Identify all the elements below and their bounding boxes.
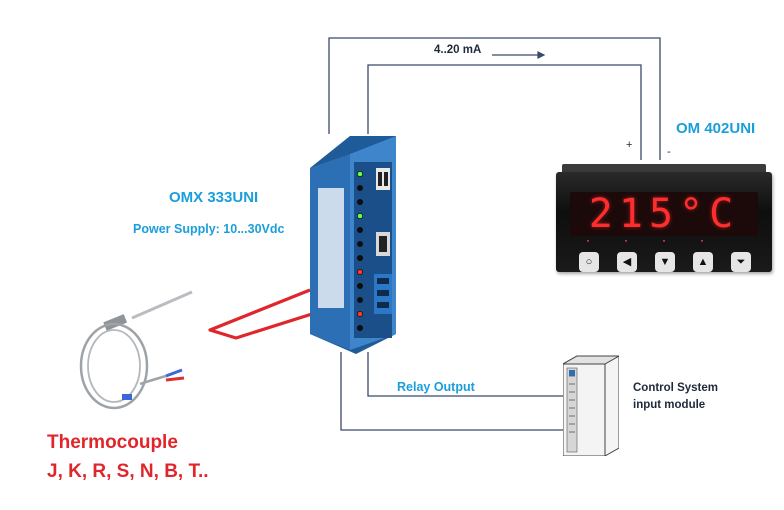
sensor-types: J, K, R, S, N, B, T..	[47, 461, 209, 482]
arrow-up-icon[interactable]: ▲	[693, 252, 713, 272]
arrow-left-icon[interactable]: ◀	[617, 252, 637, 272]
meter-key-mark: ▪	[586, 238, 590, 245]
signal-arrow	[492, 51, 546, 59]
circle-icon[interactable]: ○	[579, 252, 599, 272]
meter-body: 215°C ▪ ▪ ▪ ▪ ○ ◀ ▼ ▲ ⏷	[556, 172, 772, 272]
transmitter-device	[310, 136, 396, 354]
wire-control	[340, 352, 563, 431]
thermocouple-probe	[79, 290, 193, 410]
control-system-label: Control System input module	[633, 380, 718, 414]
meter-key-mark: ▪	[700, 238, 704, 245]
wire-loop-inner	[367, 64, 642, 160]
meter-name: OM 402UNI	[676, 120, 756, 137]
control-system-label-line1: Control System	[633, 382, 718, 394]
meter-key-mark: ▪	[662, 238, 666, 245]
relay-output-label: Relay Output	[397, 380, 475, 394]
sensor-name: Thermocouple	[47, 432, 178, 453]
power-supply-label: Power Supply: 10...30Vdc	[133, 222, 285, 236]
panel-meter: 215°C ▪ ▪ ▪ ▪ ○ ◀ ▼ ▲ ⏷	[556, 164, 774, 276]
transmitter-name: OMX 333UNI	[169, 189, 259, 206]
wire-loop-outer	[328, 37, 661, 160]
meter-display: 215°C	[570, 192, 758, 236]
control-system-module	[563, 355, 619, 456]
sensor-connection-line	[208, 288, 313, 340]
enter-icon[interactable]: ⏷	[731, 252, 751, 272]
meter-plus-label: +	[626, 139, 633, 151]
wire-relay	[367, 352, 563, 397]
control-system-label-line2: input module	[633, 399, 706, 411]
meter-key-mark: ▪	[624, 238, 628, 245]
signal-label: 4..20 mA	[434, 44, 482, 56]
meter-minus-label: -	[667, 146, 671, 158]
thermocouple-label: Thermocouple J, K, R, S, N, B, T..	[47, 428, 209, 486]
arrow-down-icon[interactable]: ▼	[655, 252, 675, 272]
